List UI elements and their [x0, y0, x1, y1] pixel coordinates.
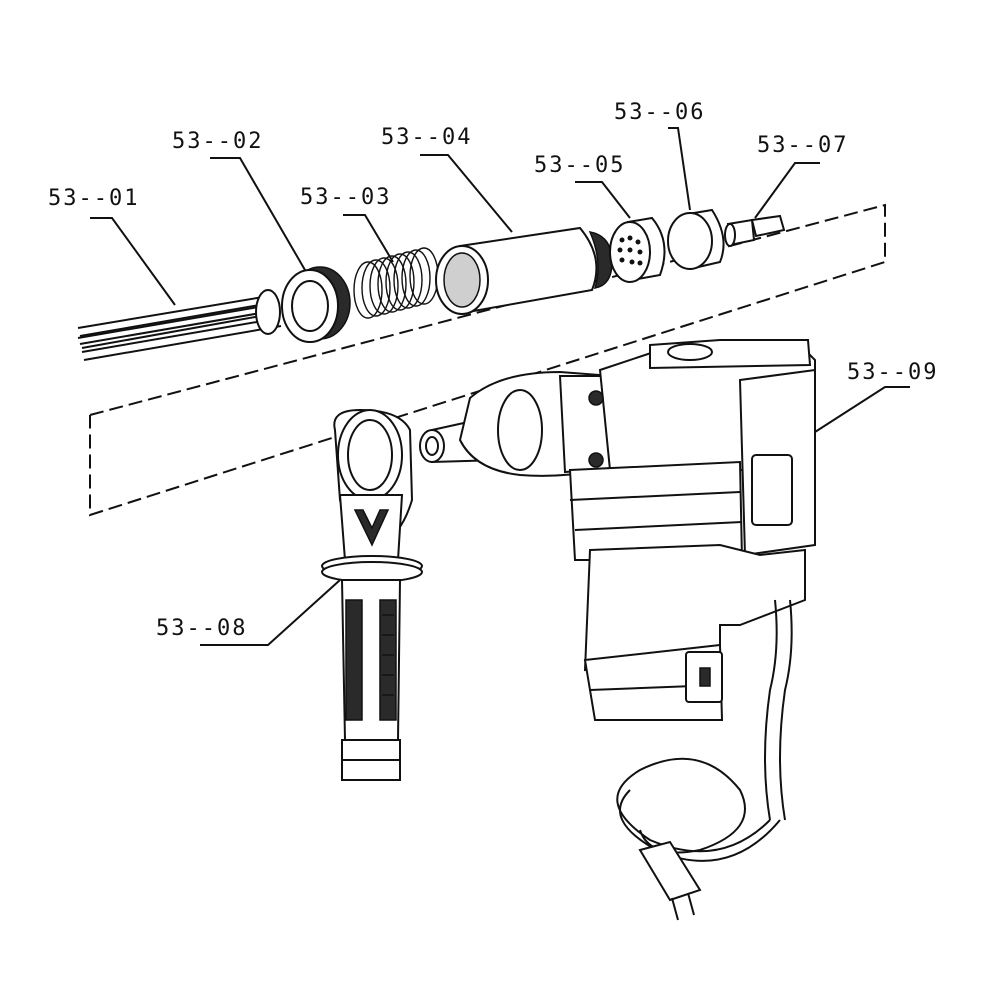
part-label-53-09: 53--09	[847, 360, 939, 385]
part-label-53-03: 53--03	[300, 185, 392, 210]
part-53-04-sleeve	[435, 226, 613, 315]
part-53-02-collar	[281, 266, 351, 343]
part-label-53-08: 53--08	[156, 616, 248, 641]
part-53-01-needle-bundle	[77, 289, 282, 361]
part-53-05-piston	[609, 216, 666, 283]
part-label-53-04: 53--04	[381, 125, 473, 150]
part-53-08-side-handle	[321, 408, 423, 781]
part-53-09-hammer-body	[419, 339, 816, 921]
part-label-53-02: 53--02	[172, 129, 264, 154]
part-label-53-05: 53--05	[534, 153, 626, 178]
part-label-53-07: 53--07	[757, 133, 849, 158]
part-label-53-01: 53--01	[48, 186, 140, 211]
part-53-06-cap	[667, 208, 725, 270]
part-53-03-spring	[353, 247, 439, 319]
part-label-53-06: 53--06	[614, 100, 706, 125]
part-53-07-pin	[724, 214, 786, 247]
leader-lines	[90, 127, 910, 646]
